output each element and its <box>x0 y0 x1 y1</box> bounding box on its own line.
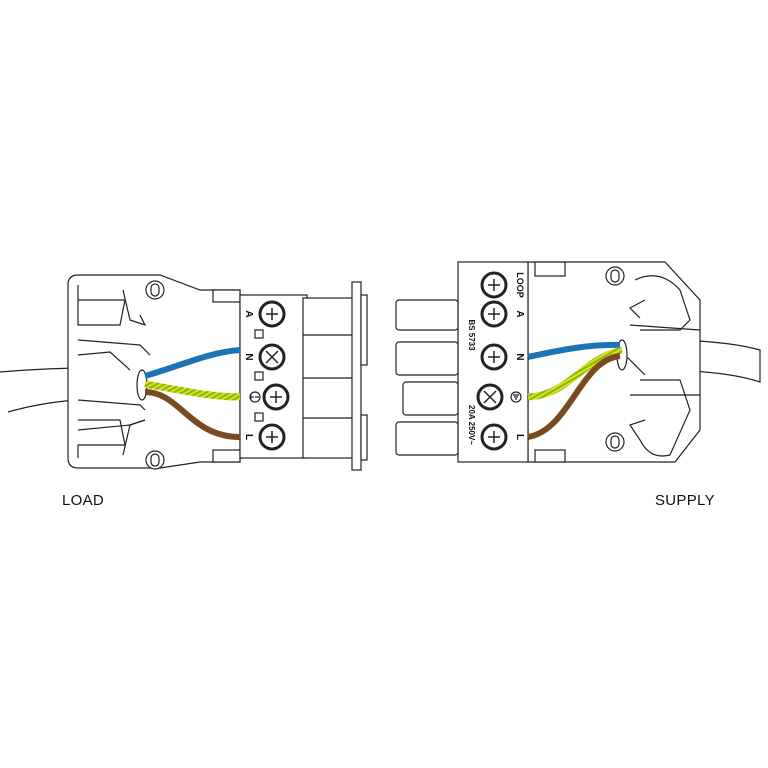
supply-terminal-N: N <box>514 353 525 360</box>
load-connector: A N L <box>0 274 368 471</box>
load-terminal-L: L <box>243 434 254 440</box>
supply-pins <box>395 299 459 456</box>
supply-live-wire <box>527 353 621 440</box>
load-earth-wire <box>144 380 241 401</box>
supply-label: SUPPLY <box>655 492 715 509</box>
load-neutral-wire <box>144 347 241 379</box>
earth-icon <box>510 391 522 403</box>
supply-screws <box>476 271 508 451</box>
supply-earth-wire <box>527 346 623 401</box>
standard-label: BS 5733 <box>467 319 476 351</box>
load-label: LOAD <box>62 492 105 509</box>
supply-terminal-LOOP: LOOP <box>515 272 525 298</box>
load-terminal-N: N <box>243 353 254 360</box>
supply-neutral-wire <box>527 341 621 360</box>
supply-terminal-A: A <box>514 310 525 317</box>
load-screws <box>258 300 290 451</box>
supply-terminal-L: L <box>514 434 525 440</box>
supply-connector: LOOP A N L BS 5733 20A 250V~ <box>395 261 761 463</box>
supply-housing <box>527 261 701 463</box>
earth-icon <box>249 391 261 403</box>
load-live-wire <box>144 389 241 440</box>
rating-label: 20A 250V~ <box>467 405 476 445</box>
load-terminal-A: A <box>243 310 254 317</box>
